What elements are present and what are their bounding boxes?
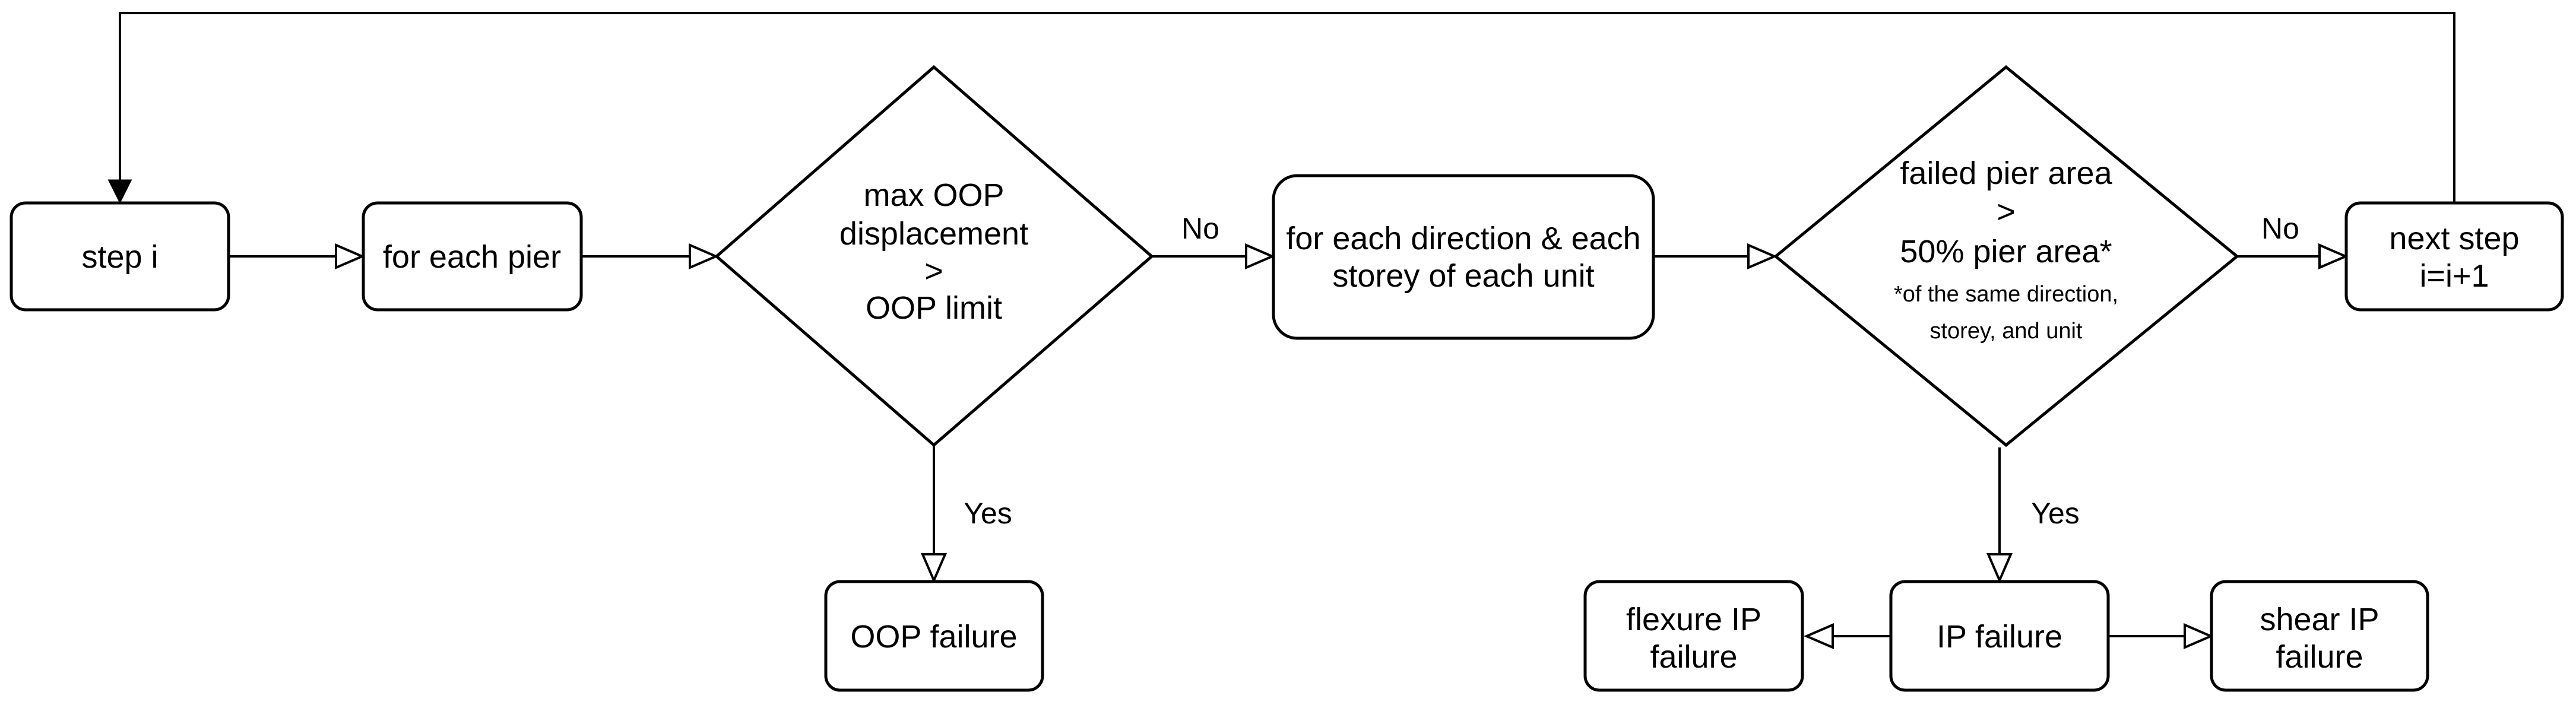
node-ip-failure: IP failure <box>1889 580 2110 692</box>
node-for-each-pier-label: for each pier <box>383 239 561 275</box>
arrow-head-oop-yes <box>920 553 948 584</box>
node-area-decision: failed pier area > 50% pier area* *of th… <box>1773 65 2239 447</box>
node-oop-failure-label: OOP failure <box>850 619 1017 655</box>
node-ip-failure-label: IP failure <box>1937 619 2062 655</box>
arrow-head-loop-back <box>107 179 132 204</box>
node-shear-ip-failure-line2: failure <box>2276 639 2363 675</box>
edge-label-oop-yes: Yes <box>964 497 1012 530</box>
arrow-head-ip-to-shear <box>2184 623 2214 650</box>
oop-decision-line4: OOP limit <box>866 290 1002 326</box>
arrow-head-area-no <box>2318 243 2349 270</box>
area-decision-note2: storey, and unit <box>1929 319 2082 344</box>
arrow-head-ip-to-flexure <box>1803 623 1834 650</box>
node-next-step-line2: i=i+1 <box>2419 258 2489 294</box>
edge-label-area-yes: Yes <box>2031 497 2080 530</box>
arrow-head-area-yes <box>1986 553 2013 584</box>
node-for-each-direction-line2: storey of each unit <box>1332 258 1594 294</box>
arrow-head-oop-no <box>1245 243 1276 270</box>
edge-label-area-no: No <box>2261 212 2299 245</box>
area-decision-line3: 50% pier area* <box>1900 234 2112 269</box>
node-shear-ip-failure: shear IP failure <box>2210 580 2429 692</box>
arrow-head-step-to-pier <box>335 243 366 270</box>
node-oop-failure: OOP failure <box>824 580 1044 692</box>
node-next-step: next step i=i+1 <box>2344 201 2564 312</box>
oop-decision-line2: displacement <box>839 216 1028 252</box>
area-decision-line2: > <box>1997 194 2016 230</box>
node-flexure-ip-failure-line2: failure <box>1650 639 1737 675</box>
node-flexure-ip-failure-line1: flexure IP <box>1626 602 1761 637</box>
node-step-i: step i <box>9 201 230 312</box>
area-decision-line1: failed pier area <box>1900 155 2112 191</box>
edge-loop-back <box>119 12 2455 202</box>
node-for-each-direction-line1: for each direction & each <box>1286 221 1640 256</box>
node-step-i-label: step i <box>81 239 158 275</box>
node-for-each-pier: for each pier <box>362 201 583 312</box>
node-oop-decision: max OOP displacement > OOP limit <box>714 65 1154 447</box>
area-decision-note1: *of the same direction, <box>1894 282 2118 307</box>
oop-decision-line1: max OOP <box>863 177 1004 213</box>
arrow-head-pier-to-oop-decision <box>689 243 720 270</box>
node-for-each-direction: for each direction & each storey of each… <box>1272 174 1655 340</box>
edge-label-oop-no: No <box>1181 212 1219 245</box>
arrow-head-direction-to-area-decision <box>1747 243 1778 270</box>
node-next-step-line1: next step <box>2389 221 2519 256</box>
node-flexure-ip-failure: flexure IP failure <box>1583 580 1804 692</box>
oop-decision-line3: > <box>924 253 943 289</box>
node-shear-ip-failure-line1: shear IP <box>2260 602 2379 637</box>
